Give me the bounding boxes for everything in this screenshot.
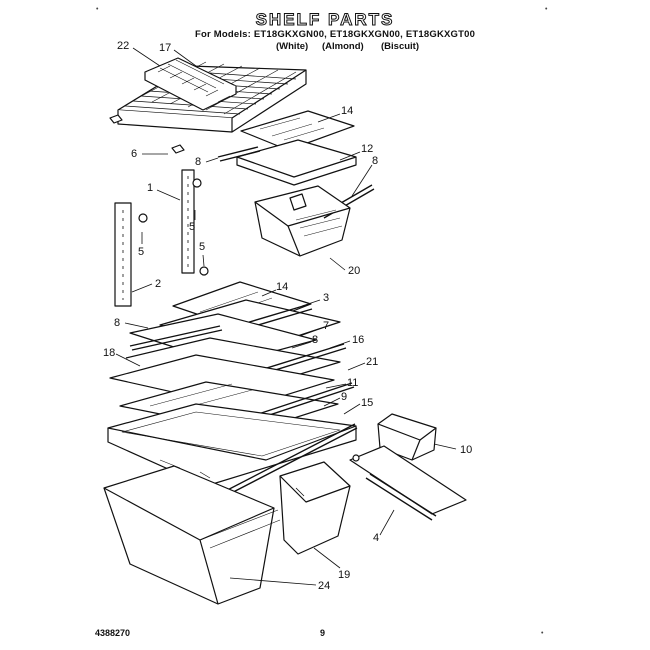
- shelf-support-clips: [109, 114, 185, 154]
- callout-17: 17: [159, 42, 171, 54]
- models-line: For Models: ET18GKXGN00, ET18GKXGN00, ET…: [195, 29, 476, 40]
- callout-12: 12: [361, 143, 373, 155]
- callout-leaders: [115, 47, 457, 586]
- callout-18: 18: [103, 347, 115, 359]
- variant-almond: (Almond): [322, 41, 364, 52]
- shelf-ladders: [114, 169, 209, 307]
- callout-22: 22: [117, 40, 129, 52]
- callout-15: 15: [361, 397, 373, 409]
- callout-11: 11: [347, 377, 358, 389]
- callout-14-middle: 14: [276, 281, 288, 293]
- callout-10: 10: [460, 444, 472, 456]
- callout-5-ladder: 5: [189, 221, 195, 233]
- callout-5-left: 5: [138, 246, 144, 258]
- callout-1: 1: [147, 182, 153, 194]
- callout-3: 3: [323, 292, 329, 304]
- callout-14-upper: 14: [341, 105, 353, 117]
- upper-shelf-frame: [217, 139, 375, 219]
- callout-24: 24: [318, 580, 330, 592]
- variant-white: (White): [276, 41, 309, 52]
- crisper-drawers: [103, 461, 351, 605]
- corner-mark-top-right: •: [545, 6, 548, 13]
- callout-20: 20: [348, 265, 360, 277]
- variant-biscuit: (Biscuit): [381, 41, 419, 52]
- egg-tray: [144, 57, 237, 111]
- callout-2: 2: [155, 278, 161, 290]
- page-number: 9: [320, 628, 326, 638]
- meat-pan: [254, 185, 351, 257]
- callout-labels: 22 17 14 6 8 12 8 1 5 5 5 20 2 14 3 8 7 …: [103, 40, 472, 592]
- callout-9: 9: [341, 391, 347, 403]
- corner-mark-bottom-right: •: [541, 630, 544, 637]
- callout-7: 7: [323, 320, 329, 332]
- document-number: 4388270: [95, 628, 131, 638]
- callout-5-right: 5: [199, 241, 205, 253]
- shelf-track-assembly: [349, 445, 467, 521]
- corner-mark-top-left: •: [96, 6, 99, 13]
- callout-8-upper-right: 8: [372, 155, 378, 167]
- diagram-title: SHELF PARTS: [255, 10, 395, 30]
- upper-glass-shelf: [240, 110, 355, 151]
- callout-21: 21: [366, 356, 378, 368]
- callout-16: 16: [352, 334, 364, 346]
- callout-6: 6: [131, 148, 137, 160]
- callout-4: 4: [373, 532, 379, 544]
- callout-8-upper-left: 8: [195, 156, 201, 168]
- dairy-bin: [377, 413, 437, 461]
- callout-8-middle-right: 8: [312, 334, 318, 346]
- callout-19: 19: [338, 569, 350, 581]
- crisper-cover-frame: [107, 403, 358, 503]
- callout-8-middle-left: 8: [114, 317, 120, 329]
